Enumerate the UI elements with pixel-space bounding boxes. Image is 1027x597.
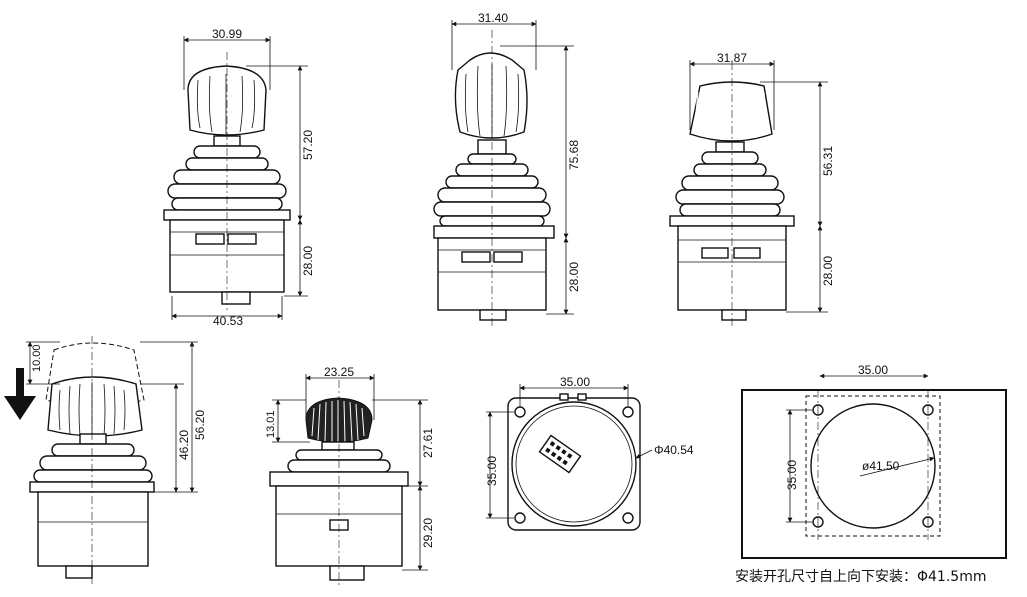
joystick-view-2: 31.40 75.68 28.00 (433, 11, 581, 326)
dim-width: 23.25 (324, 365, 354, 379)
dim-height: 35.00 (785, 460, 799, 490)
dim-height-b: 56.20 (193, 410, 207, 440)
joystick-view-3: 31.87 56.31 28.00 (669, 51, 835, 326)
dim-width: 30.99 (212, 27, 242, 41)
dim-height-a: 46.20 (177, 430, 191, 460)
dim-width: 31.87 (717, 51, 747, 65)
dim-height-base: 28.00 (821, 256, 835, 286)
dim-diameter: ø41.50 (862, 459, 900, 473)
dim-height-base: 28.00 (301, 246, 315, 276)
dim-height-top: 75.68 (567, 140, 581, 170)
dim-width: 35.00 (560, 375, 590, 389)
arrow-down-icon (4, 396, 36, 420)
dim-diameter: Φ40.54 (654, 443, 694, 457)
dim-knob-height: 13.01 (265, 410, 277, 438)
dim-height-top: 56.31 (821, 146, 835, 176)
dim-height-top: 57.20 (301, 130, 315, 160)
dim-base-width: 40.53 (213, 314, 243, 328)
dim-travel: 10.00 (31, 344, 43, 372)
joystick-view-1: 30.99 57.20 28.00 40.53 (163, 27, 315, 328)
dim-height-base: 28.00 (567, 262, 581, 292)
joystick-view-4: 10.00 46.20 56.20 (4, 336, 207, 584)
dim-height: 35.00 (485, 456, 499, 486)
joystick-view-5: 23.25 13.01 27.61 29.20 (265, 365, 435, 586)
dim-height-top: 27.61 (421, 428, 435, 458)
panel-cutout-view-7: 35.00 35.00 ø41.50 (741, 363, 1007, 559)
dim-width: 35.00 (858, 363, 888, 377)
dim-width: 31.40 (478, 11, 508, 25)
bottom-view-6: 35.00 35.00 Φ40.54 (485, 375, 694, 531)
dim-height-base: 29.20 (421, 518, 435, 548)
mounting-caption: 安装开孔尺寸自上向下安装：Φ41.5mm (735, 569, 987, 585)
